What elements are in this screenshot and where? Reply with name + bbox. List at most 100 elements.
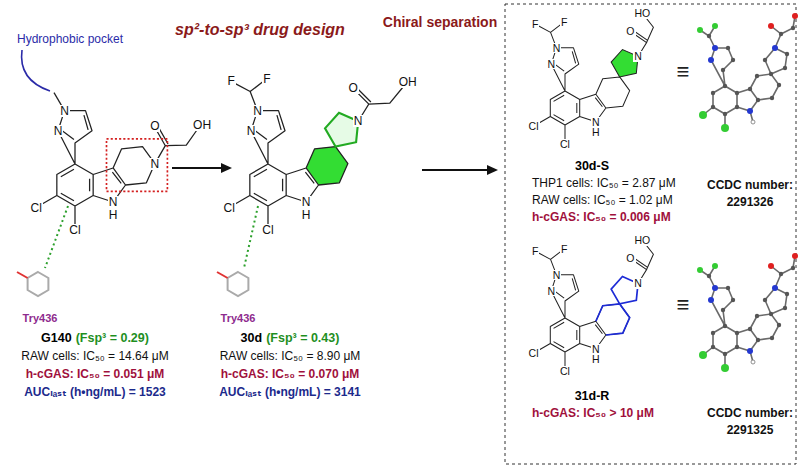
assay-value: THP1 cells: IC₅₀ = 2.87 μM [532,177,676,191]
core-skeleton [536,275,630,369]
compound-name: 30d-S [575,159,609,173]
pk-value: AUCₗₐₛₜ (h•ng/mL) = 3141 [219,386,361,400]
atom-label: N [59,105,70,117]
atom-label: Cl [528,348,540,359]
equivalence-sign: ≡ [677,292,690,317]
fsp3-value: (Fsp³ = 0.43) [266,331,339,345]
crystal-model [697,13,798,132]
highlight-rings [596,277,638,335]
atom-label: H [591,127,601,138]
atom-label: N [108,196,119,208]
arrow-shaft [422,169,488,171]
atom-label: N [591,344,601,355]
core-skeleton [39,111,155,227]
compound-name: 30d [241,331,263,345]
atom-label: O [149,120,160,132]
ccdc-label: CCDC number: [707,179,793,193]
hydroxyl-stub [17,272,28,278]
atom-label: F [560,244,568,255]
compound-heading: 30d(Fsp³ = 0.43) [241,331,340,345]
atom-label: F [531,19,539,30]
highlight-box [107,139,168,192]
assay-value: RAW cells: IC₅₀ = 14.64 μM [21,350,168,364]
phenyl-ring [28,272,49,296]
atom-label: F [262,73,271,85]
assay-value: h-cGAS: IC₅₀ > 10 μM [532,407,654,421]
atom-label: N [53,125,64,137]
atom-label: H [591,354,601,365]
atom-label: N [633,51,643,62]
30d-structure [232,81,405,227]
assay-value: RAW cells: IC₅₀ = 1.02 μM [532,194,673,208]
atom-label: N [546,59,556,70]
atom-label: N [546,286,556,297]
ccdc-label: CCDC number: [707,407,793,421]
atom-label: N [552,43,562,54]
atom-label: OH [192,119,212,131]
atom-label: O [625,26,635,37]
compound-name: G140 [41,331,72,345]
arrow-head [487,165,498,175]
atom-label: O [625,253,635,264]
hydroxyl-stub [217,272,228,278]
residue-label: Try436 [23,312,58,325]
core-skeleton [536,48,630,142]
ccdc-label: 2291325 [727,424,774,438]
atom-label: N [301,196,312,208]
pk-value: AUCₗₐₛₜ (h•ng/mL) = 1523 [24,386,166,400]
atom-label: O [347,82,358,94]
atom-label: F [227,75,236,87]
atom-label: OH [398,76,418,88]
pocket-label: Hydrophobic pocket [17,33,123,47]
pi-stack-line [45,206,68,268]
step-label: Chiral separation [383,14,497,30]
dashed-frame [505,4,796,464]
phenyl-ring [228,272,249,296]
atom-label: Cl [68,224,81,236]
assay-value: h-cGAS: IC₅₀ = 0.006 μM [532,211,671,225]
arrow-head [221,163,232,173]
equivalence-sign: ≡ [677,59,690,84]
atom-label: Cl [528,121,540,132]
try436-residue [17,206,68,296]
atom-label: HO [633,8,651,19]
try436-residue [217,206,258,296]
atom-label: N [252,105,263,117]
arrow-shaft [172,167,222,169]
atom-label: Cl [222,202,235,214]
atom-label: HO [633,235,651,246]
compound-heading: G140 (Fsp³ = 0.29) [41,331,149,345]
design-arrow [172,163,232,173]
assay-value: h-cGAS: IC₅₀ = 0.070 μM [221,368,360,382]
ccdc-label: 2291326 [727,196,774,210]
atom-label: Cl [29,202,42,214]
annotation-title: sp²-to-sp³ drug design [175,21,345,39]
30d-s-structure [536,15,654,142]
g140-structure [39,93,199,227]
31d-r-structure [536,242,654,369]
fsp3-value: (Fsp³ = 0.29) [76,331,149,345]
atom-label: F [560,17,568,28]
atom-label: Cl [559,366,571,377]
atom-label: F [531,246,539,257]
assay-value: h-cGAS: IC₅₀ = 0.051 μM [26,368,165,382]
atom-label: Cl [261,224,274,236]
assay-value: RAW cells: IC₅₀ = 8.90 μM [220,350,361,364]
crystal-model [697,253,798,372]
atom-label: H [108,209,119,221]
residue-label: Try436 [221,312,256,325]
atom-label: H [301,209,312,221]
atom-label: N [552,270,562,281]
pi-stack-line [244,206,258,268]
atom-label: N [353,115,364,127]
glycolyl-chain [155,126,199,164]
atom-label: N [150,158,161,170]
separation-arrow [422,165,498,175]
compound-name: 31d-R [575,389,610,403]
atom-label: N [633,278,643,289]
atom-label: N [591,117,601,128]
atom-label: Cl [559,139,571,150]
pocket-bracket [22,50,50,91]
